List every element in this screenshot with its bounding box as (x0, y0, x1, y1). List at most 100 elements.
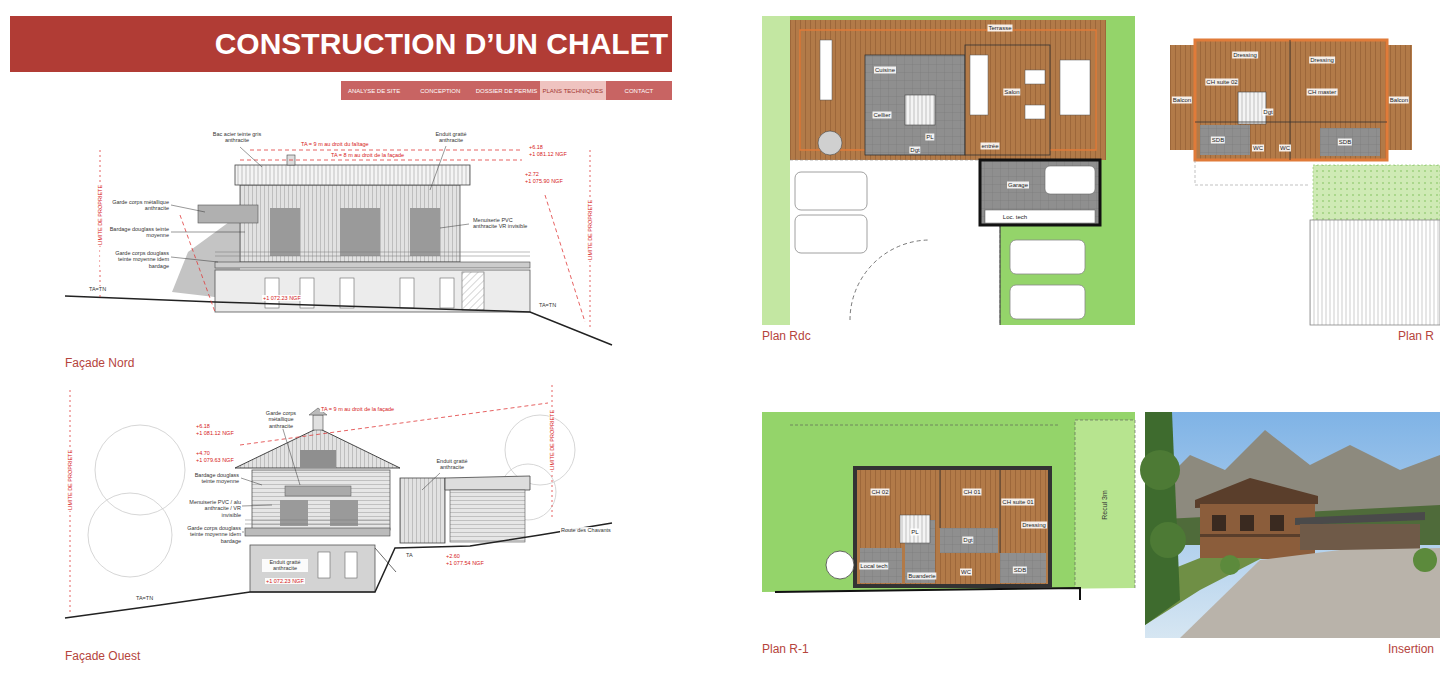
west-elevation (245, 520, 390, 524)
ground-floor-plan (970, 55, 988, 115)
ground-floor-plan (1000, 225, 1001, 325)
room-area: WC (960, 569, 972, 576)
room-area: Dressing (1232, 52, 1258, 59)
north-elevation (65, 296, 612, 345)
panel-caption: Insertion (1388, 642, 1434, 656)
dimension-note: +1 072.23 NGF (265, 578, 305, 584)
room-area: entrée (980, 143, 999, 150)
material-callout: Bac acier teinte gris anthracite (205, 131, 269, 144)
material-callout: Enduit gratté anthracite (430, 458, 474, 471)
lower-floor-plan (762, 588, 1135, 638)
site-photo (1200, 504, 1315, 559)
room-label: WC (1253, 145, 1263, 152)
site-photo (1220, 555, 1240, 575)
dimension-note: +1 072.23 NGF (262, 295, 302, 301)
room-label: Cellier (873, 112, 890, 119)
room-label: Dressing (1233, 52, 1257, 59)
panel-caption: Façade Ouest (65, 649, 140, 663)
dimension-note: TA = 8 m au droit de la façade (330, 152, 405, 158)
room-label: CH suite 01 (1002, 499, 1033, 506)
drawing-panel: Plan RdcTerrasseCuisineSalonCellierPLDgt… (762, 16, 1135, 325)
lower-floor-plan (762, 412, 1135, 638)
room-area: SDB (1338, 139, 1352, 146)
material-callout: Bardage douglass teinte moyenne (188, 472, 240, 485)
upper-floor-plan (1195, 40, 1387, 160)
site-photo (1413, 548, 1437, 572)
nav-bar (341, 81, 672, 100)
site-photo (1140, 412, 1440, 638)
nav-label: CONTACT (625, 88, 654, 94)
upper-floor-plan (1195, 40, 1387, 160)
room-label: CH 02 (871, 489, 888, 496)
site-photo (1195, 478, 1318, 508)
ground-floor-plan (818, 131, 842, 155)
dimension-note: +6.18 (195, 423, 211, 429)
upper-floor-plan (1310, 220, 1440, 325)
dimension-note: +1 081.12 NGF (528, 151, 568, 157)
west-elevation (450, 490, 525, 542)
site-photo (1240, 515, 1254, 531)
lower-floor-plan (790, 425, 1060, 426)
dimension-note: +1 081.12 NGF (195, 430, 235, 436)
ground-floor-plan (790, 160, 1000, 325)
west-elevation (241, 426, 440, 532)
nav-button: CONCEPTION (407, 81, 473, 100)
panel-caption: Plan Rdc (762, 329, 811, 343)
panel-caption: Façade Nord (65, 356, 134, 370)
west-elevation (240, 403, 548, 445)
site-photo (1145, 412, 1180, 625)
ground-floor-plan (985, 210, 1095, 223)
ground-floor-plan (790, 20, 1106, 160)
west-elevation (250, 545, 375, 592)
west-elevation (95, 425, 185, 515)
room-area: Local tech (859, 563, 888, 570)
west-elevation (318, 552, 330, 578)
nav-label: PLANS TECHNIQUES (542, 88, 603, 94)
room-label: Loc. tech (1003, 214, 1027, 221)
dimension-note: +4.70 (195, 450, 211, 456)
north-elevation (410, 208, 440, 256)
north-elevation (240, 185, 460, 262)
lower-floor-plan (1075, 420, 1135, 590)
room-label: Dressing (1310, 57, 1334, 64)
room-area: WC (1279, 145, 1291, 152)
material-callout: Enduit gratté anthracite (425, 131, 477, 144)
upper-floor-plan (1195, 160, 1310, 185)
west-elevation (88, 493, 172, 577)
north-elevation (100, 150, 590, 330)
upper-floor-plan (1170, 45, 1195, 150)
west-elevation (280, 500, 308, 526)
room-label: Dressing (1022, 522, 1046, 529)
ground-floor-plan (795, 172, 867, 210)
dimension-note: TA = 9 m au droit du faîtage (300, 141, 370, 147)
room-label: Buanderie (908, 573, 935, 580)
north-elevation (65, 146, 612, 345)
room-area: Dressing (1021, 522, 1047, 529)
room-label: Cuisine (875, 67, 895, 74)
dimension-note: TA = 9 m au droit de la façade (320, 406, 395, 412)
room-area: CH suite 01 (1001, 499, 1034, 506)
ground-floor-plan (1010, 285, 1085, 319)
material-callout: Garde corps douglass teinte moyenne idem… (184, 525, 242, 544)
drawing-panel: Insertion (1145, 412, 1440, 638)
west-elevation (285, 486, 351, 496)
ground-floor-plan (850, 240, 930, 320)
room-label: Dgt (1263, 109, 1272, 116)
room-area: CH 01 (962, 489, 981, 496)
room-area: Garage (1007, 182, 1029, 189)
room-label: Balcon (1390, 97, 1408, 104)
room-area: SDB (1211, 137, 1225, 144)
north-elevation (270, 208, 300, 256)
room-label: WC (961, 569, 971, 576)
dimension-note: +2.72 (524, 171, 540, 177)
dimension-note: +2.60 (445, 553, 461, 559)
site-photo (1150, 522, 1186, 558)
lower-floor-plan (860, 548, 902, 583)
drawing-panel: Plan RDressingCH suite 02DressingCH mast… (1168, 16, 1440, 325)
room-label: Balcon (1173, 97, 1191, 104)
room-area: Dgt (1262, 109, 1273, 116)
material-callout: Menuiserie PVC / alu anthracite / VR inv… (188, 499, 242, 518)
lower-floor-plan (940, 528, 998, 553)
dimension-note: +1 079.63 NGF (195, 457, 235, 463)
